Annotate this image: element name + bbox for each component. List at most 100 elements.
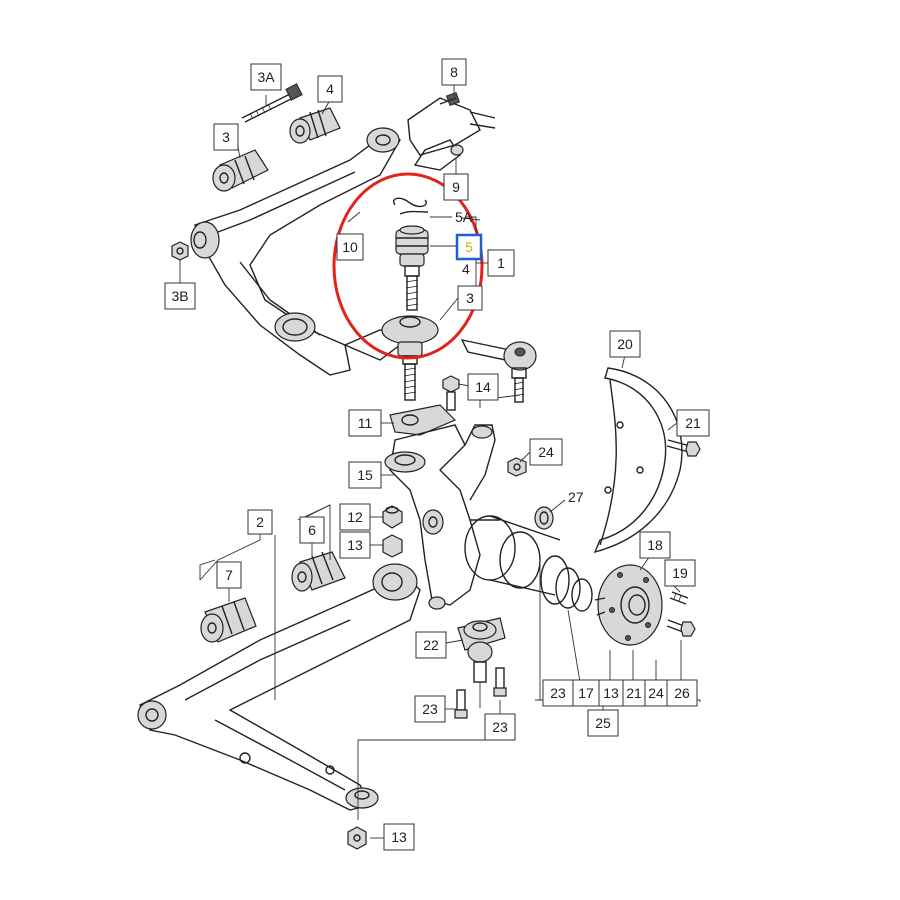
svg-text:11: 11 — [358, 415, 373, 431]
label-3-ball-joint: 3 — [457, 285, 483, 311]
steering-knuckle — [384, 424, 561, 610]
label-26: 26 — [666, 679, 698, 707]
svg-text:8: 8 — [450, 64, 458, 80]
label-12: 12 — [339, 503, 371, 531]
bolt-23-right — [493, 667, 507, 697]
label-5-selected[interactable]: 5 — [455, 233, 483, 261]
svg-text:27: 27 — [568, 489, 584, 505]
svg-text:3B: 3B — [171, 288, 188, 304]
lower-control-arm — [137, 563, 421, 811]
label-13-bottom-row: 13 — [598, 679, 624, 707]
label-21-upper: 21 — [676, 409, 710, 437]
label-13-upper: 13 — [339, 531, 371, 559]
svg-text:23: 23 — [422, 701, 438, 717]
brake-shield — [593, 367, 683, 554]
svg-text:20: 20 — [617, 336, 633, 352]
svg-text:22: 22 — [423, 637, 439, 653]
bolt-8-bracket — [407, 91, 496, 171]
label-18: 18 — [639, 531, 671, 559]
svg-text:17: 17 — [578, 685, 594, 701]
seal-27 — [534, 506, 554, 530]
label-14: 14 — [467, 373, 499, 401]
svg-text:13: 13 — [603, 685, 619, 701]
label-3b: 3B — [164, 282, 196, 310]
svg-text:7: 7 — [225, 567, 233, 583]
svg-text:21: 21 — [626, 685, 642, 701]
leader-lines — [179, 81, 701, 839]
label-27: 27 — [568, 489, 584, 505]
svg-text:4: 4 — [326, 81, 334, 97]
nut-24 — [507, 457, 527, 477]
label-23-left: 23 — [414, 695, 446, 723]
bolt-3a — [241, 83, 303, 123]
label-1: 1 — [487, 249, 515, 277]
svg-text:24: 24 — [538, 444, 554, 460]
label-19: 19 — [664, 559, 696, 587]
label-15: 15 — [348, 461, 382, 489]
bushing-4 — [289, 107, 341, 144]
bushing-6 — [291, 551, 346, 592]
label-5a: 5A — [455, 209, 473, 225]
bolt-26 — [666, 619, 696, 637]
label-7: 7 — [216, 561, 242, 589]
label-8: 8 — [441, 58, 467, 86]
wheel-hub — [594, 564, 663, 646]
svg-text:13: 13 — [347, 537, 363, 553]
label-24-bottom-row: 24 — [644, 679, 668, 707]
svg-text:9: 9 — [452, 179, 460, 195]
bearing-rings — [540, 555, 593, 612]
svg-text:24: 24 — [648, 685, 664, 701]
svg-text:23: 23 — [492, 719, 508, 735]
svg-text:5: 5 — [465, 239, 473, 255]
label-9: 9 — [443, 173, 469, 201]
label-25: 25 — [587, 709, 619, 737]
label-3-upper: 3 — [213, 123, 239, 151]
bolt-23-left — [454, 689, 468, 719]
plate-11 — [389, 404, 457, 436]
callout-labels: 3A 4 8 3 9 5A 5 4 1 10 3 3B 20 14 11 21 … — [164, 58, 710, 851]
nut-12 — [382, 505, 403, 529]
svg-text:3: 3 — [466, 290, 474, 306]
label-22: 22 — [415, 631, 447, 659]
nut-3b — [171, 241, 189, 261]
highlight-circle — [332, 172, 484, 360]
svg-text:26: 26 — [674, 685, 690, 701]
bushing-7 — [200, 597, 257, 643]
label-13-bottom: 13 — [383, 823, 415, 851]
label-24-upper: 24 — [529, 438, 563, 466]
stud-19 — [669, 591, 689, 605]
ball-joint-assembly — [381, 197, 439, 401]
svg-text:19: 19 — [672, 565, 688, 581]
svg-text:25: 25 — [595, 715, 611, 731]
label-4-upper: 4 — [317, 75, 343, 103]
svg-text:6: 6 — [308, 522, 316, 538]
label-4-ball-joint: 4 — [462, 261, 470, 277]
label-23-right: 23 — [484, 713, 516, 741]
svg-text:10: 10 — [342, 239, 358, 255]
svg-text:3: 3 — [222, 129, 230, 145]
label-10: 10 — [336, 233, 364, 261]
bolt-21 — [666, 439, 701, 457]
bushing-3 — [212, 149, 269, 192]
svg-text:18: 18 — [647, 537, 663, 553]
label-23-bottom-row: 23 — [542, 679, 574, 707]
upper-control-arm — [190, 127, 401, 376]
label-20: 20 — [609, 330, 641, 358]
label-3a: 3A — [250, 63, 282, 91]
svg-text:23: 23 — [550, 685, 566, 701]
label-21-bottom-row: 21 — [622, 679, 646, 707]
svg-text:2: 2 — [256, 514, 264, 530]
bolt-14 — [442, 375, 460, 411]
nut-13-bottom — [347, 826, 367, 850]
svg-text:12: 12 — [347, 509, 363, 525]
label-6: 6 — [299, 516, 325, 544]
svg-text:15: 15 — [357, 467, 373, 483]
svg-text:21: 21 — [685, 415, 701, 431]
svg-text:14: 14 — [475, 379, 491, 395]
svg-text:4: 4 — [462, 261, 470, 277]
svg-text:1: 1 — [497, 255, 505, 271]
svg-text:13: 13 — [391, 829, 407, 845]
svg-text:5A: 5A — [455, 209, 473, 225]
